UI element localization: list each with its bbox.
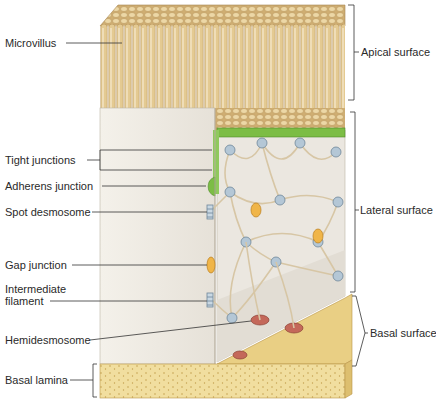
basal-lamina-front [100, 364, 345, 398]
microvilli-left-cell [100, 24, 215, 110]
spot-desmosome [295, 138, 305, 148]
intermediate-filaments [210, 143, 338, 318]
leader-line [72, 265, 207, 266]
hemidesmosome [233, 351, 247, 359]
desmosome-stripe [207, 301, 213, 302]
tight-junction-strands [215, 108, 345, 130]
leader-line [92, 212, 207, 213]
gap-junction [313, 229, 323, 243]
intermediate-filament [225, 150, 230, 192]
microvilli-middle [215, 24, 264, 108]
spot-desmosome [225, 187, 235, 197]
spot-desmosome [257, 138, 267, 148]
spot-desmosome [225, 145, 235, 155]
part-label: Gap junction [5, 259, 67, 271]
leader-line [50, 301, 207, 302]
part-label: Tight junctions [5, 154, 76, 166]
gap-junction [251, 203, 261, 217]
intermediate-filament [230, 192, 280, 204]
intermediate-filament [246, 242, 276, 262]
desmosome-stripe [207, 217, 213, 218]
desmosomes [225, 138, 343, 323]
apical-top-face [100, 5, 345, 26]
gap-junction [207, 257, 215, 273]
intermediate-filament [230, 242, 246, 318]
adherens-belt [217, 128, 345, 137]
part-label: Basal surface [370, 327, 436, 339]
intermediate-filament [230, 192, 246, 242]
part-label: Intermediate filament [5, 283, 75, 307]
part-label: Spot desmosome [5, 206, 91, 218]
leader-bracket [70, 364, 97, 397]
surface-bracket [348, 5, 359, 100]
desmosome-stripe [207, 305, 213, 306]
desmosome-stripe [207, 209, 213, 210]
surface-bracket [352, 296, 368, 366]
spot-desmosome-section [207, 205, 213, 219]
desmosome-sections [207, 205, 213, 307]
intermediate-filament [300, 143, 336, 159]
gap-junctions [207, 203, 323, 273]
intermediate-filament [262, 143, 280, 200]
spot-desmosome [333, 271, 343, 281]
leader-line [90, 321, 251, 340]
intermediate-filament [318, 242, 338, 276]
spot-desmosome [333, 197, 343, 207]
adherens-junction [208, 177, 215, 196]
spot-desmosome [331, 147, 341, 157]
leader-bracket [87, 150, 212, 170]
spot-desmosome-section [207, 293, 213, 307]
leader-line [66, 43, 122, 44]
part-label: Lateral surface [360, 204, 433, 216]
intermediate-filament [276, 262, 294, 328]
leader-line [102, 186, 206, 187]
intermediate-filament [276, 262, 338, 276]
intermediate-filament [246, 234, 318, 243]
part-label: Hemidesmosome [5, 334, 91, 346]
basal-lamina-side [345, 360, 352, 398]
intermediate-filament [280, 195, 338, 202]
surface-bracket [350, 112, 359, 292]
left-cell-body [100, 108, 215, 364]
part-label: Microvillus [5, 37, 56, 49]
leader-lines [50, 5, 368, 397]
spot-desmosome [227, 313, 237, 323]
microvilli-right-cell [264, 24, 345, 114]
desmosome-stripe [207, 297, 213, 298]
intermediate-filament [246, 242, 260, 320]
desmosome-stripe [207, 213, 213, 214]
basal-lamina-top [217, 294, 352, 364]
part-label: Adherens junction [5, 180, 93, 192]
intermediate-filament [262, 143, 300, 159]
part-label: Apical surface [361, 46, 430, 58]
spot-desmosome [275, 195, 285, 205]
part-label: Basal lamina [5, 374, 68, 386]
